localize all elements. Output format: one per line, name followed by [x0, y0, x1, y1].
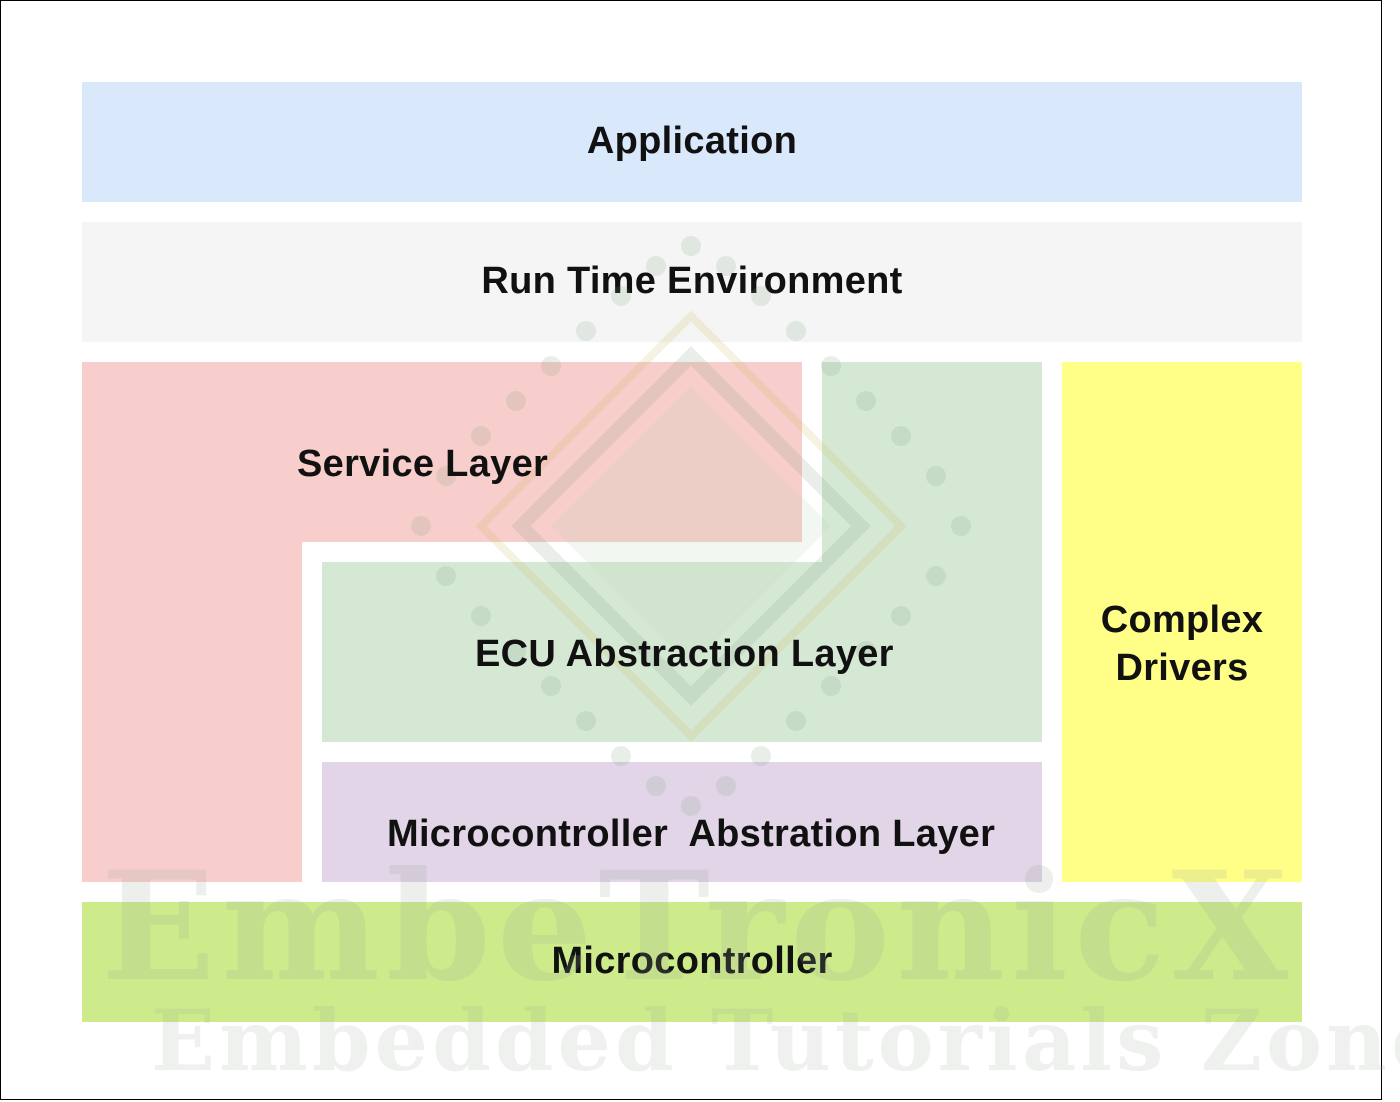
service-layer-upper	[82, 362, 802, 542]
rte-layer: Run Time Environment	[82, 222, 1302, 342]
microcontroller-label: Microcontroller	[551, 940, 833, 983]
ecu-abstraction-layer-upper	[822, 362, 1042, 562]
complex-drivers-layer	[1062, 362, 1302, 882]
ecu-abstraction-label: ECU Abstraction Layer	[475, 633, 894, 675]
service-layer-label: Service Layer	[297, 443, 549, 485]
mcal-label: Microcontroller Abstration Layer	[387, 813, 996, 855]
ecu-abstraction-layer	[322, 562, 1042, 742]
microcontroller-layer: Microcontroller	[82, 902, 1302, 1022]
application-layer: Application	[82, 82, 1302, 202]
mcal-layer	[322, 762, 1042, 882]
rte-label: Run Time Environment	[481, 260, 903, 303]
complex-drivers-label: Complex Drivers	[1100, 599, 1264, 689]
service-layer-left	[82, 542, 302, 882]
application-label: Application	[586, 120, 798, 163]
